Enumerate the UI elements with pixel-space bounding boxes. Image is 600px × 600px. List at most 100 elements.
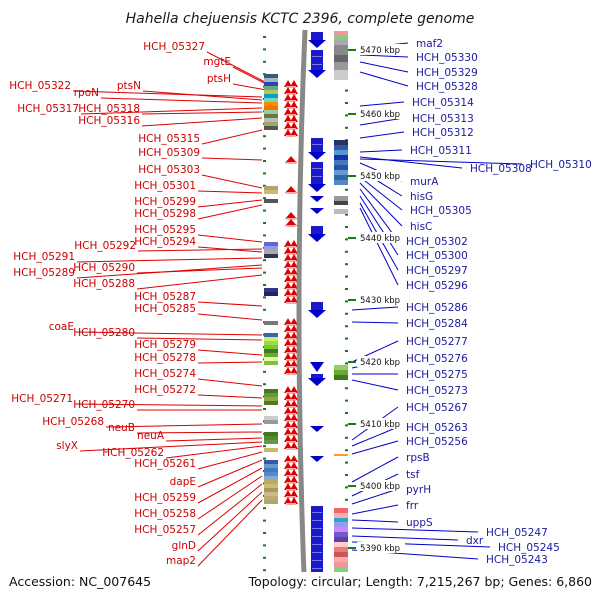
- feature-bar-left: [264, 393, 278, 397]
- forward-gene-arrow: [290, 400, 298, 407]
- gene-label-right[interactable]: HCH_05247: [486, 527, 548, 539]
- gene-label-left[interactable]: HCH_05261: [134, 458, 196, 470]
- gene-label-left[interactable]: HCH_05299: [134, 196, 196, 208]
- gene-label-right[interactable]: HCH_05286: [406, 302, 468, 314]
- gene-label-left[interactable]: HCH_05298: [134, 208, 196, 220]
- gene-label-right[interactable]: HCH_05302: [406, 236, 468, 248]
- gene-label-left[interactable]: HCH_05270: [73, 399, 135, 411]
- gene-label-right[interactable]: dxr: [466, 535, 484, 547]
- gene-label-right[interactable]: HCH_05256: [406, 436, 468, 448]
- gene-label-right[interactable]: frr: [406, 500, 419, 512]
- gene-label-left[interactable]: mgtE: [203, 56, 231, 68]
- gene-label-right[interactable]: HCH_05263: [406, 422, 468, 434]
- gene-label-left[interactable]: coaE: [49, 321, 74, 333]
- marker-dot-right: [345, 238, 348, 241]
- gene-label-right[interactable]: HCH_05275: [406, 369, 468, 381]
- forward-gene-body: [286, 373, 296, 375]
- gene-label-right[interactable]: HCH_05284: [406, 318, 468, 330]
- gene-label-left[interactable]: HCH_05294: [134, 236, 196, 248]
- gene-label-right[interactable]: HCH_05312: [412, 127, 474, 139]
- gene-label-right[interactable]: tsf: [406, 469, 420, 481]
- gene-label-right[interactable]: HCH_05243: [486, 554, 548, 566]
- gene-label-left[interactable]: neuB: [108, 422, 135, 434]
- gene-label-left[interactable]: HCH_05301: [134, 180, 196, 192]
- gene-label-right[interactable]: HCH_05300: [406, 250, 468, 262]
- gene-label-left[interactable]: slyX: [56, 440, 78, 452]
- forward-gene-body: [286, 468, 296, 470]
- gene-label-left[interactable]: HCH_05280: [73, 327, 135, 339]
- gene-label-left[interactable]: HCH_05309: [138, 147, 200, 159]
- gene-label-right[interactable]: murA: [410, 176, 439, 188]
- gene-label-left[interactable]: HCH_05279: [134, 339, 196, 351]
- marker-dot-right: [345, 486, 348, 489]
- gene-label-left[interactable]: HCH_05268: [42, 416, 104, 428]
- feature-bar-left: [264, 464, 278, 468]
- gene-label-left[interactable]: HCH_05291: [13, 251, 75, 263]
- gene-label-right[interactable]: HCH_05311: [410, 145, 472, 157]
- gene-label-left[interactable]: map2: [166, 555, 196, 567]
- marker-dot-right: [345, 312, 348, 315]
- gene-label-left[interactable]: HCH_05272: [134, 384, 196, 396]
- gene-label-left[interactable]: HCH_05316: [78, 115, 140, 127]
- gene-label-right[interactable]: hisG: [410, 191, 433, 203]
- gene-label-left[interactable]: HCH_05271: [11, 393, 73, 405]
- feature-bar-left: [264, 420, 278, 424]
- gene-label-right[interactable]: HCH_05314: [412, 97, 474, 109]
- gene-label-right[interactable]: HCH_05276: [406, 353, 468, 365]
- reverse-gene-body: [311, 32, 323, 41]
- gene-label-left[interactable]: HCH_05257: [134, 524, 196, 536]
- forward-gene-arrow: [290, 268, 298, 275]
- gene-label-left[interactable]: HCH_05287: [134, 291, 196, 303]
- gene-label-right[interactable]: HCH_05273: [406, 385, 468, 397]
- left-feature-bars: [264, 74, 278, 504]
- gene-label-right[interactable]: pyrH: [406, 484, 431, 496]
- gene-label-left[interactable]: ptsN: [117, 80, 141, 92]
- gene-label-right[interactable]: HCH_05330: [416, 52, 478, 64]
- gene-label-left[interactable]: HCH_05259: [134, 492, 196, 504]
- gene-label-right[interactable]: HCH_05308: [470, 163, 532, 175]
- gene-label-left[interactable]: glnD: [172, 540, 196, 552]
- gene-label-left[interactable]: HCH_05303: [138, 164, 200, 176]
- gene-label-right[interactable]: maf2: [416, 38, 443, 50]
- gene-label-left[interactable]: HCH_05327: [143, 41, 205, 53]
- gene-label-right[interactable]: HCH_05328: [416, 81, 478, 93]
- gene-label-left[interactable]: HCH_05322: [9, 80, 71, 92]
- feature-bar-left: [264, 476, 278, 480]
- kbp-label-bg: [357, 542, 405, 553]
- gene-label-left[interactable]: HCH_05274: [134, 368, 196, 380]
- gene-label-left[interactable]: HCH_05317: [17, 103, 79, 115]
- forward-gene-arrow: [290, 296, 298, 303]
- gene-label-left[interactable]: HCH_05258: [134, 508, 196, 520]
- gene-label-right[interactable]: uppS: [406, 517, 433, 529]
- forward-gene-arrow: [284, 483, 292, 490]
- gene-label-left[interactable]: HCH_05295: [134, 224, 196, 236]
- marker-dot-left: [263, 271, 266, 274]
- gene-label-right[interactable]: HCH_05245: [498, 542, 560, 554]
- gene-label-left[interactable]: HCH_05290: [73, 262, 135, 274]
- gene-label-right[interactable]: HCH_05296: [406, 280, 468, 292]
- gene-label-right[interactable]: HCH_05277: [406, 336, 468, 348]
- gene-label-left[interactable]: HCH_05285: [134, 303, 196, 315]
- gene-label-left[interactable]: HCH_05289: [13, 267, 75, 279]
- gene-label-left[interactable]: neuA: [137, 430, 165, 442]
- gene-label-left[interactable]: dapE: [170, 476, 196, 488]
- gene-label-right[interactable]: HCH_05267: [406, 402, 468, 414]
- gene-label-left[interactable]: HCH_05318: [78, 103, 140, 115]
- gene-label-right[interactable]: HCH_05310: [530, 159, 592, 171]
- gene-label-right[interactable]: HCH_05297: [406, 265, 468, 277]
- gene-label-left[interactable]: ptsH: [207, 73, 231, 85]
- gene-label-left[interactable]: HCH_05288: [73, 278, 135, 290]
- gene-label-right[interactable]: HCH_05329: [416, 67, 478, 79]
- reverse-gene-divider: [312, 536, 322, 537]
- gene-label-right[interactable]: HCH_05305: [410, 205, 472, 217]
- gene-label-left[interactable]: rpoN: [74, 87, 99, 99]
- gene-label-left[interactable]: HCH_05315: [138, 133, 200, 145]
- gene-label-left[interactable]: HCH_05292: [74, 240, 136, 252]
- gene-label-left[interactable]: HCH_05262: [102, 447, 164, 459]
- gene-label-right[interactable]: hisC: [410, 221, 432, 233]
- forward-gene-body: [286, 413, 296, 415]
- gene-label-right[interactable]: HCH_05313: [412, 113, 474, 125]
- feature-bar-right: [334, 180, 348, 185]
- gene-label-right[interactable]: rpsB: [406, 452, 430, 464]
- gene-label-left[interactable]: HCH_05278: [134, 352, 196, 364]
